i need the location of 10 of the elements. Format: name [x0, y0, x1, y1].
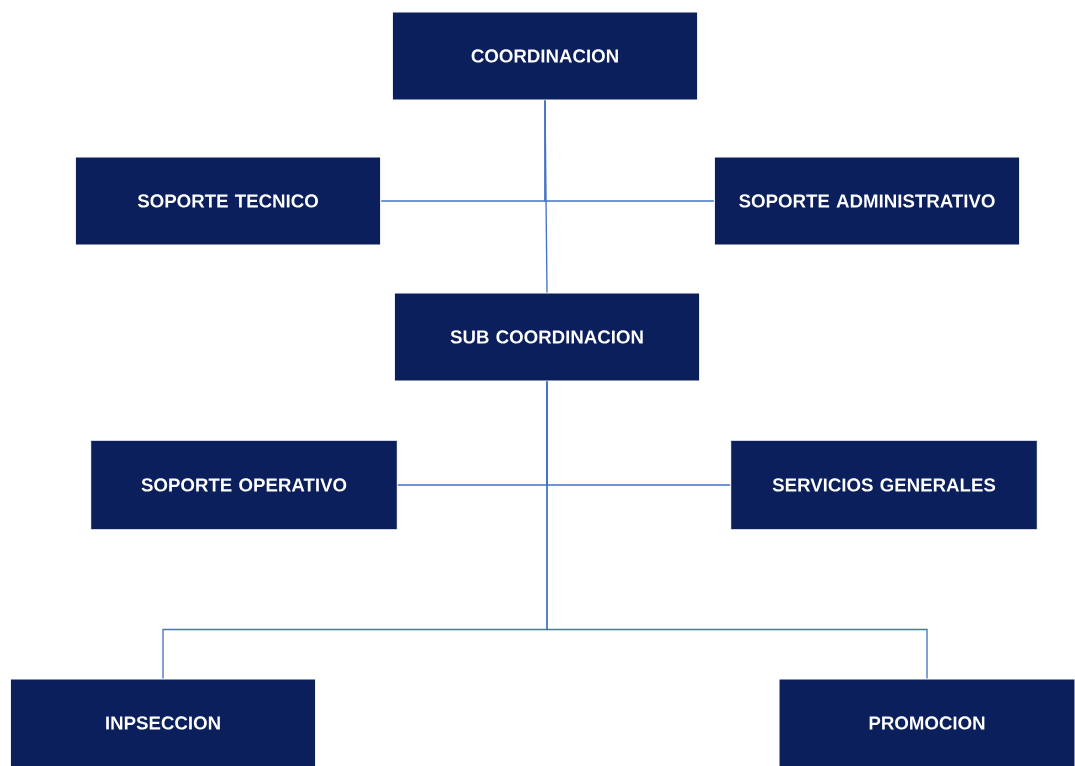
connector-line	[546, 380, 928, 680]
connector-line	[544, 99, 548, 294]
org-box: SUB COORDINACION	[393, 292, 701, 382]
org-box: PROMOCION	[778, 678, 1075, 766]
org-box: SOPORTE OPERATIVO	[90, 439, 398, 531]
org-box: INPSECCION	[9, 678, 317, 766]
org-box: SOPORTE TECNICO	[74, 156, 382, 246]
org-box: SERVICIOS GENERALES	[730, 439, 1038, 531]
org-box: COORDINACION	[391, 11, 699, 101]
org-box: SOPORTE ADMINISTRATIVO	[713, 156, 1021, 246]
